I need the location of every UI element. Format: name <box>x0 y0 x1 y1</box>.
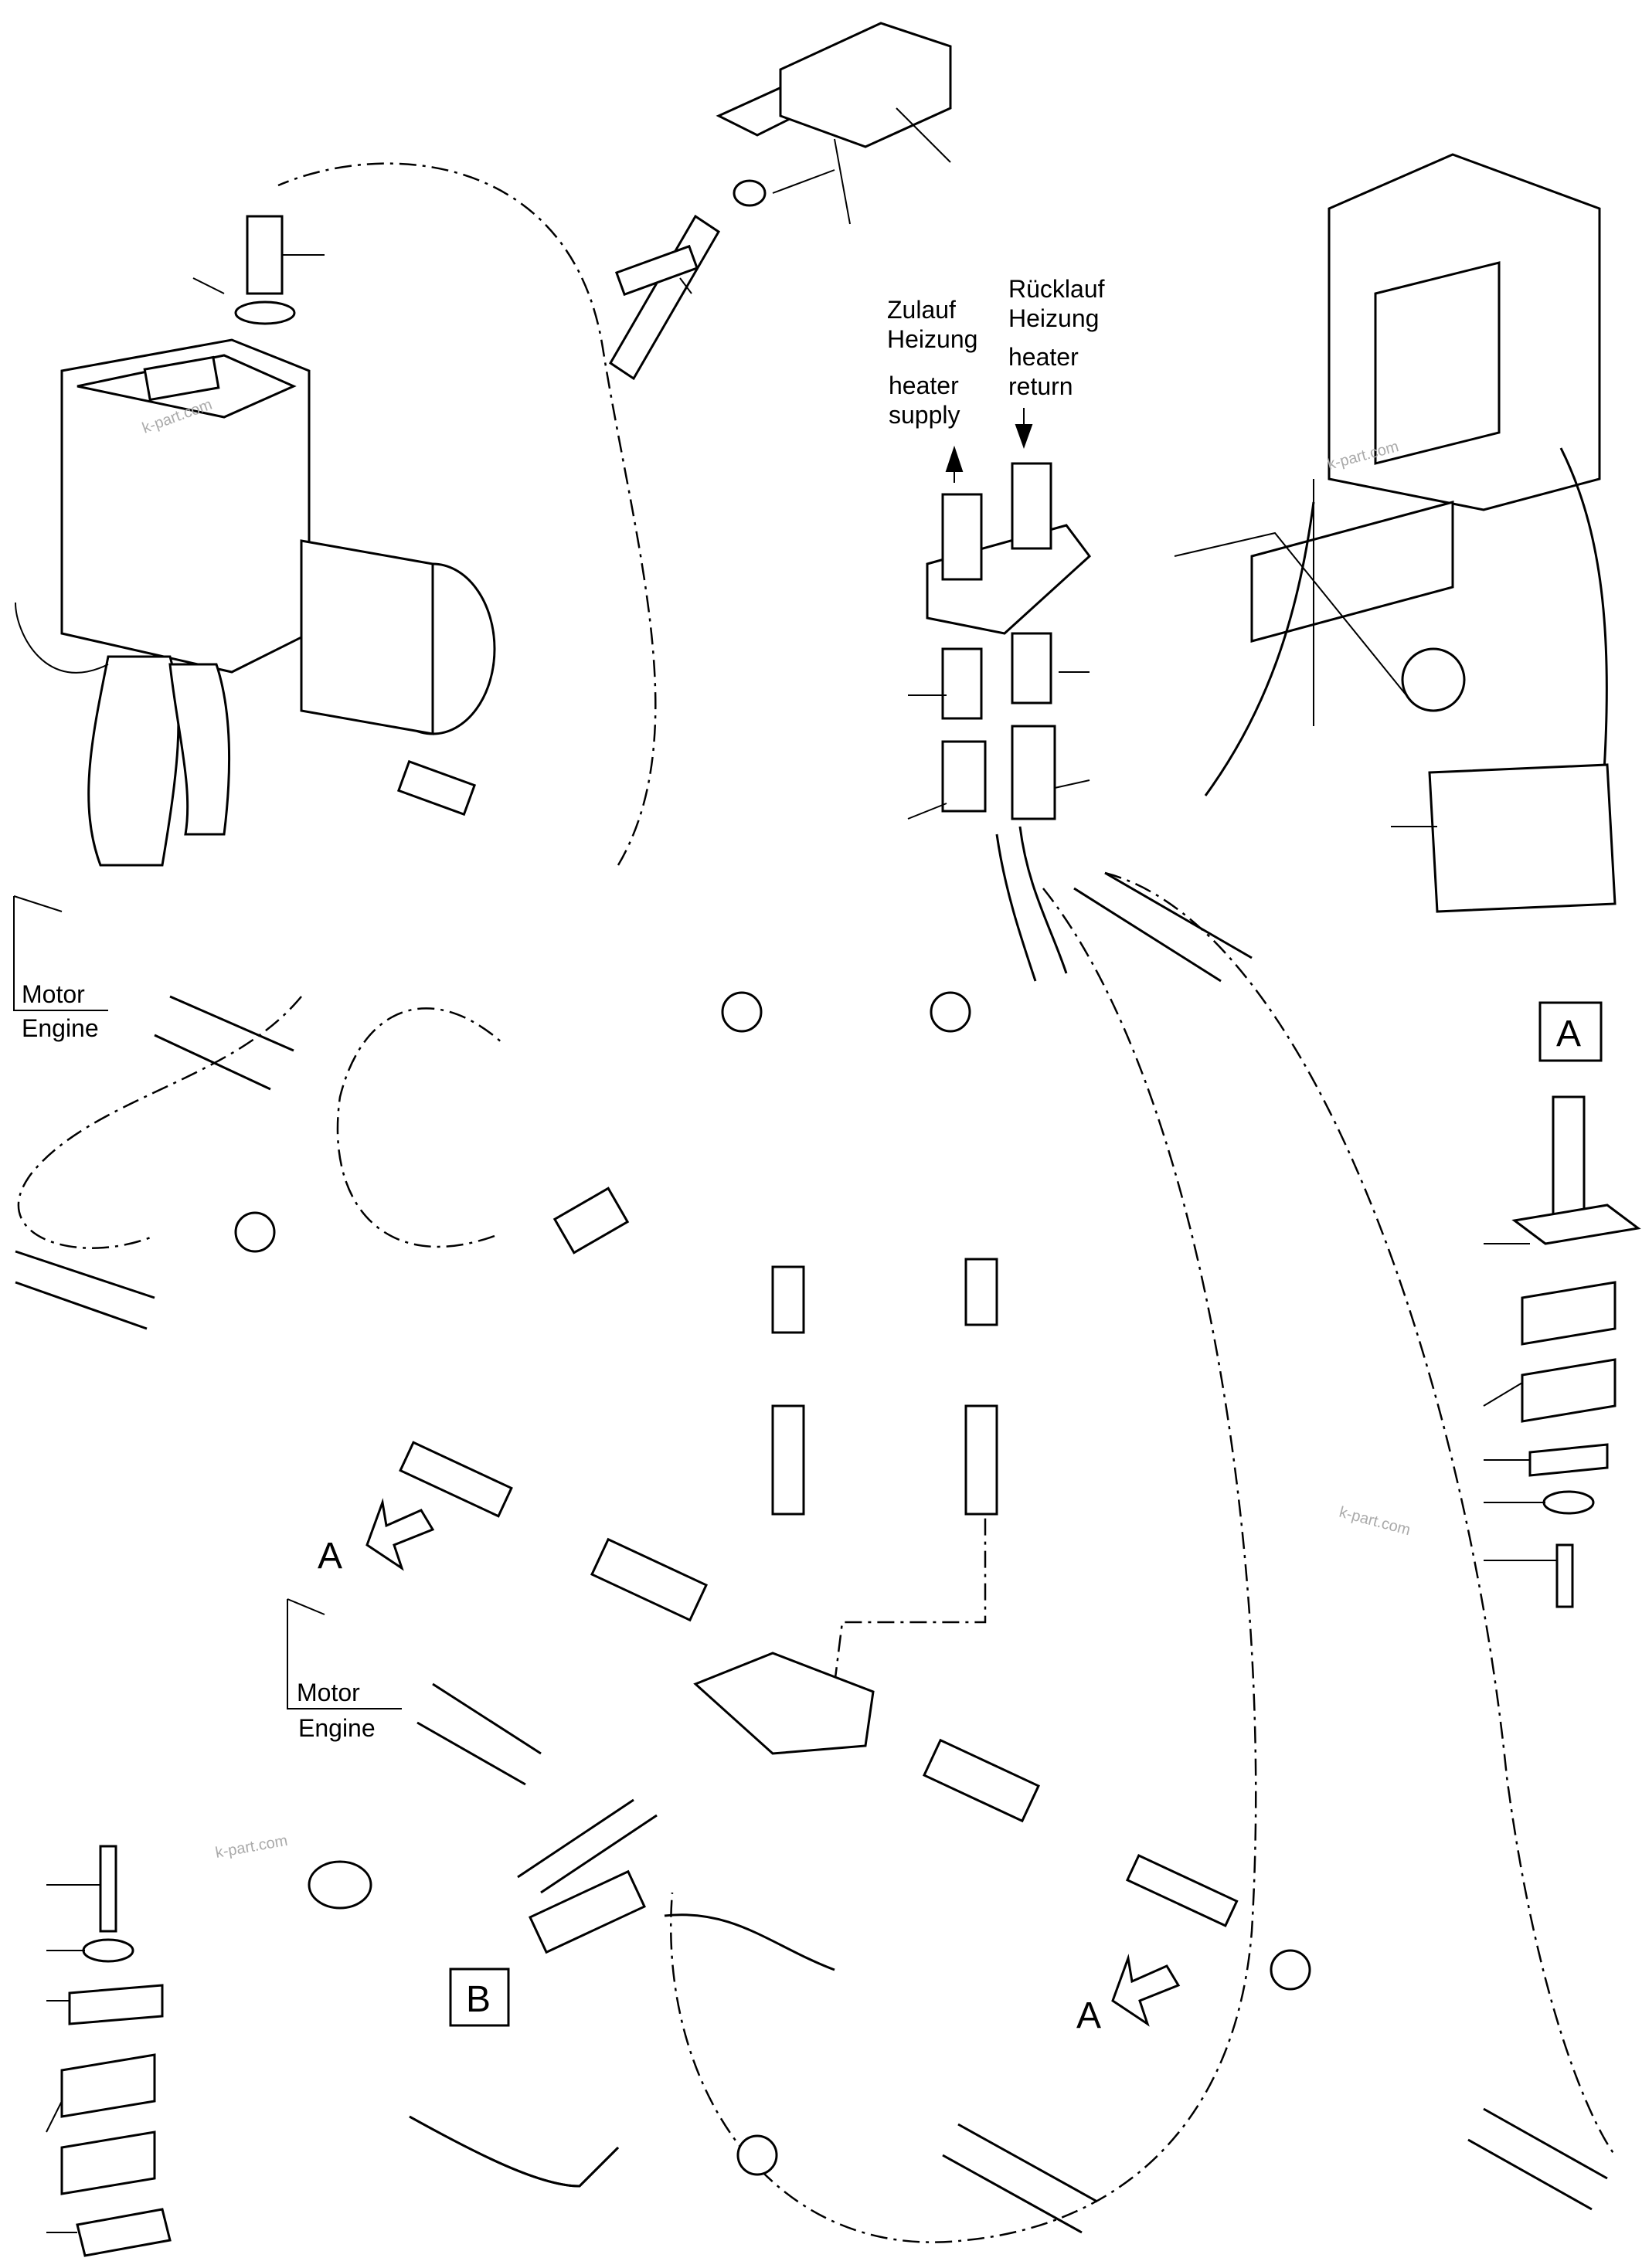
return-en-line1: heater <box>1008 343 1079 371</box>
arrow-up-icon <box>945 445 964 483</box>
watermark: k-part.com <box>214 1832 289 1862</box>
routing-line-loop <box>336 1007 503 1248</box>
supply-de-line1: Zulauf <box>887 296 956 324</box>
exhaust-hose-top <box>192 215 325 325</box>
main-hose-runs <box>15 871 1608 2234</box>
heater-valve-block <box>907 462 1092 982</box>
svg-text:B: B <box>466 1979 491 2020</box>
routing-line-mid <box>833 1429 987 1685</box>
mounting-bracket-top <box>608 22 952 381</box>
svg-text:A: A <box>318 1536 342 1577</box>
tube-fittings <box>234 991 1311 2176</box>
engine-label-1: Motor Engine <box>13 895 108 1042</box>
detail-b-mount <box>46 1845 172 2257</box>
heater-unit <box>15 338 496 867</box>
engine-2-en: Engine <box>298 1714 376 1742</box>
routing-line-right <box>1104 871 1617 2156</box>
supply-en-line1: heater <box>889 372 959 399</box>
detail-a-box: A <box>1538 1001 1603 1062</box>
view-a-arrow-2: A <box>1076 1954 1181 2036</box>
engine-1-de: Motor <box>22 980 85 1008</box>
return-de-line2: Heizung <box>1008 304 1099 332</box>
routing-line-left <box>17 996 302 1249</box>
engine-1-en: Engine <box>22 1014 99 1042</box>
return-de-line1: Rücklauf <box>1008 275 1105 303</box>
view-arrow-icon <box>365 1498 435 1571</box>
return-en-line2: return <box>1008 372 1073 400</box>
watermark: k-part.com <box>1338 1504 1413 1540</box>
view-arrow-icon <box>1111 1954 1181 2027</box>
vehicle-cab <box>1174 153 1617 913</box>
supply-de-line2: Heizung <box>887 325 977 353</box>
return-label: Rücklauf Heizung heater return <box>1008 275 1105 449</box>
engine-label-2: Motor Engine <box>287 1598 402 1742</box>
arrow-down-icon <box>1015 408 1033 449</box>
supply-en-line2: supply <box>889 401 960 429</box>
detail-a-mount <box>1483 1095 1641 1608</box>
view-a-arrow-1: A <box>318 1498 435 1577</box>
supply-label: Zulauf Heizung heater supply <box>887 296 977 483</box>
detail-b-box: B <box>449 1968 510 2027</box>
routing-line-heater <box>277 162 657 866</box>
engine-2-de: Motor <box>297 1679 360 1706</box>
svg-text:A: A <box>1556 1013 1581 1054</box>
svg-text:A: A <box>1076 1995 1101 2036</box>
routing-line-return <box>670 888 1257 2243</box>
